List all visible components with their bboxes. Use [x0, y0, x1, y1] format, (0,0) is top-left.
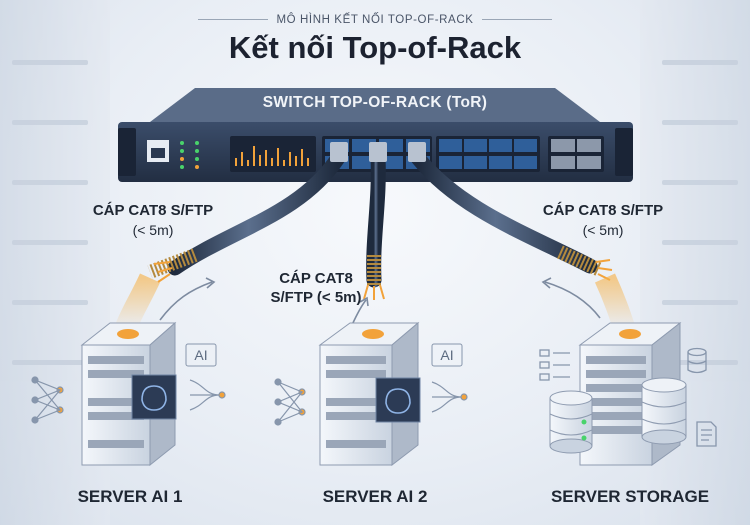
diagram-subtitle: MÔ HÌNH KẾT NỐI TOP-OF-RACK — [0, 14, 750, 26]
ai-network-icon-left-2 — [274, 378, 306, 426]
ai-chip-panel-2 — [375, 377, 421, 423]
sfp-ports — [548, 136, 604, 172]
cable-label-right-line2: (< 5m) — [582, 222, 624, 238]
ai-badge-2: AI — [431, 343, 463, 367]
cable-left — [147, 142, 348, 283]
ai-network-icon-right-2 — [431, 381, 468, 413]
status-leds — [180, 141, 199, 169]
document-icon — [696, 421, 717, 447]
cable-label-left-line1: CÁP CAT8 S/FTP — [92, 202, 214, 219]
cable-label-center: CÁP CAT8 S/FTP (< 5m) — [246, 270, 386, 306]
server-ai-1-label: SERVER AI 1 — [77, 487, 183, 506]
svg-text:AI: AI — [194, 347, 207, 363]
storage-list-icon — [539, 349, 570, 381]
cable-label-center-line2: S/FTP (< 5m) — [270, 289, 362, 306]
cable-label-left: CÁP CAT8 S/FTP (< 5m) — [78, 202, 228, 238]
cable-label-right: CÁP CAT8 S/FTP (< 5m) — [528, 202, 678, 238]
server-storage-label: SERVER STORAGE — [550, 487, 710, 506]
switch-top-panel — [150, 88, 600, 122]
server-ai-2 — [318, 321, 421, 467]
brain-icon — [385, 388, 411, 414]
flow-arrows — [159, 277, 601, 326]
diagram-title: Kết nối Top-of-Rack — [228, 30, 522, 65]
ai-network-icon-right-1 — [189, 379, 226, 411]
activity-display — [230, 136, 316, 172]
server-ai-2-label: SERVER AI 2 — [322, 487, 428, 506]
cable-label-right-line1: CÁP CAT8 S/FTP — [542, 202, 664, 219]
disk-stack-icon — [687, 347, 707, 374]
ai-badge-1: AI — [185, 343, 217, 367]
ai-chip-panel-1 — [131, 374, 177, 420]
cable-label-center-line1: CÁP CAT8 — [279, 270, 353, 287]
svg-text:AI: AI — [440, 347, 453, 363]
cable-right — [408, 142, 613, 281]
server-ai-1 — [80, 321, 177, 467]
cable-label-left-line2: (< 5m) — [132, 222, 174, 238]
database-icon-left — [549, 390, 593, 454]
brain-icon — [141, 385, 167, 411]
database-icon-right — [641, 377, 687, 445]
background-rack-left — [0, 0, 110, 525]
ai-network-icon-left-1 — [31, 376, 64, 424]
switch-label: SWITCH TOP-OF-RACK (ToR) — [262, 94, 488, 111]
cable-center — [363, 142, 387, 300]
